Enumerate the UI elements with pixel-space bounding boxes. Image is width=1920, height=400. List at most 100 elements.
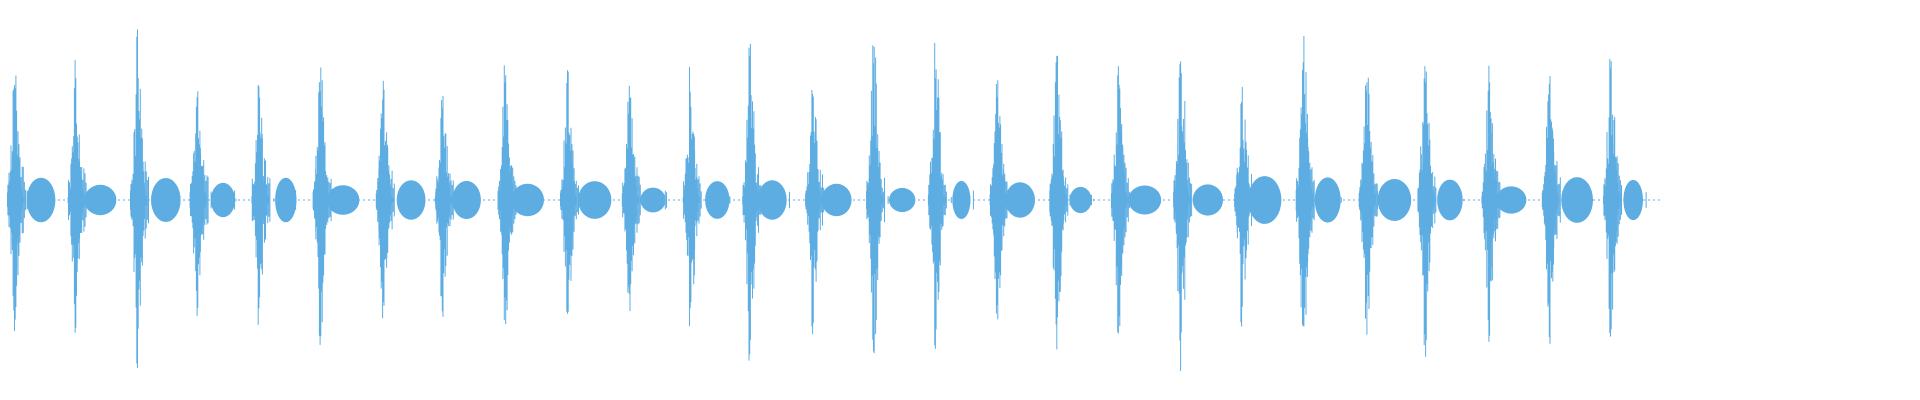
waveform-beat — [7, 75, 56, 332]
waveform-burst — [1173, 61, 1193, 371]
waveform-tail — [757, 180, 787, 220]
waveform-beat — [189, 91, 237, 316]
waveform-noise — [1009, 192, 1033, 208]
waveform-beat — [1541, 76, 1593, 344]
waveform-noise — [1313, 191, 1342, 209]
waveform-beat — [130, 29, 181, 368]
waveform-burst — [1049, 55, 1069, 350]
waveform-tail — [275, 177, 297, 223]
waveform-noise — [945, 190, 974, 210]
waveform-tail — [84, 184, 117, 216]
waveform-beat — [560, 70, 612, 314]
waveform-noise — [85, 190, 115, 210]
waveform-noise — [1376, 190, 1403, 210]
waveform-beat — [67, 60, 117, 333]
waveform-noise — [705, 190, 731, 210]
waveform-noise — [1504, 190, 1520, 210]
waveform-tail — [511, 183, 544, 217]
waveform-noise — [775, 190, 790, 210]
waveform-tail — [1623, 179, 1643, 221]
waveform-tail — [210, 182, 236, 218]
waveform-noise — [393, 191, 417, 209]
waveform-noise — [1620, 190, 1647, 210]
waveform-noise — [273, 190, 297, 210]
waveform-burst — [189, 91, 209, 316]
waveform-noise — [823, 192, 851, 208]
waveform-beat — [1417, 66, 1465, 357]
waveform-tail — [1128, 185, 1162, 215]
waveform-tail — [151, 178, 181, 222]
waveform-burst — [130, 29, 149, 368]
waveform-noise — [1134, 190, 1159, 210]
waveform-burst — [1417, 66, 1437, 357]
waveform-beat — [251, 85, 297, 325]
waveform-noise — [1069, 194, 1095, 206]
waveform-beat — [621, 85, 667, 312]
waveform-beat — [1358, 77, 1412, 335]
waveform-beat — [742, 43, 790, 361]
waveform-beat — [1110, 66, 1162, 334]
waveform-tail — [1496, 186, 1527, 214]
waveform-beat — [1603, 58, 1647, 337]
waveform-burst — [1541, 76, 1561, 344]
waveform-tail — [640, 187, 666, 213]
waveform-burst — [682, 67, 702, 327]
waveform-beat — [1234, 86, 1282, 327]
waveform-noise — [581, 191, 607, 209]
waveform-tail — [1377, 179, 1412, 221]
waveform-burst — [251, 85, 271, 325]
waveform-burst — [67, 60, 87, 333]
waveform-burst — [434, 95, 454, 317]
waveform-tail — [396, 180, 426, 220]
waveform-tail — [1314, 177, 1341, 223]
waveform-tail — [889, 187, 916, 213]
waveform-beat — [1295, 36, 1342, 327]
waveform-burst — [375, 80, 395, 319]
waveform-noise — [147, 193, 178, 207]
waveform-beat — [927, 42, 974, 349]
waveform-burst — [805, 89, 825, 335]
waveform-tail — [821, 183, 852, 217]
waveform-noise — [883, 191, 906, 209]
waveform-beat — [1481, 65, 1527, 342]
waveform-beat — [866, 45, 916, 354]
waveform-beat — [497, 65, 544, 325]
waveform-tail — [1192, 184, 1224, 216]
waveform-tail — [952, 180, 971, 220]
waveform-burst — [1110, 66, 1130, 334]
waveform-tail — [578, 181, 612, 219]
waveform-burst — [7, 75, 26, 332]
waveform-tail — [1248, 176, 1282, 224]
waveform-beat — [805, 89, 852, 335]
waveform-burst — [1295, 36, 1315, 327]
waveform-beat — [1173, 61, 1224, 371]
waveform-noise — [331, 190, 358, 210]
waveform-burst — [1358, 77, 1378, 335]
waveform-tail — [1561, 177, 1593, 223]
waveform-noise — [520, 190, 541, 210]
waveform-noise — [210, 190, 237, 210]
waveform-noise — [1251, 190, 1278, 210]
waveform-tail — [26, 177, 56, 223]
waveform-burst — [927, 42, 947, 349]
waveform-noise — [1564, 190, 1576, 210]
waveform-beat — [989, 80, 1035, 320]
waveform-burst — [621, 85, 641, 312]
waveform-burst — [866, 45, 885, 354]
waveform-tail — [705, 181, 730, 219]
waveform-burst — [560, 70, 579, 314]
waveform-beat — [682, 67, 731, 327]
waveform-beat — [375, 80, 426, 319]
waveform-noise — [452, 191, 480, 209]
waveform-noise — [26, 190, 43, 210]
waveform-beat — [434, 95, 481, 317]
waveform-tail — [326, 185, 360, 215]
waveform-tail — [1437, 179, 1463, 221]
waveform-noise — [644, 190, 667, 210]
waveform-noise — [1435, 191, 1465, 209]
waveform-beat — [312, 67, 360, 345]
waveform-beat — [1049, 55, 1095, 350]
waveform-burst — [1603, 58, 1622, 337]
waveform-tail — [1069, 186, 1092, 214]
